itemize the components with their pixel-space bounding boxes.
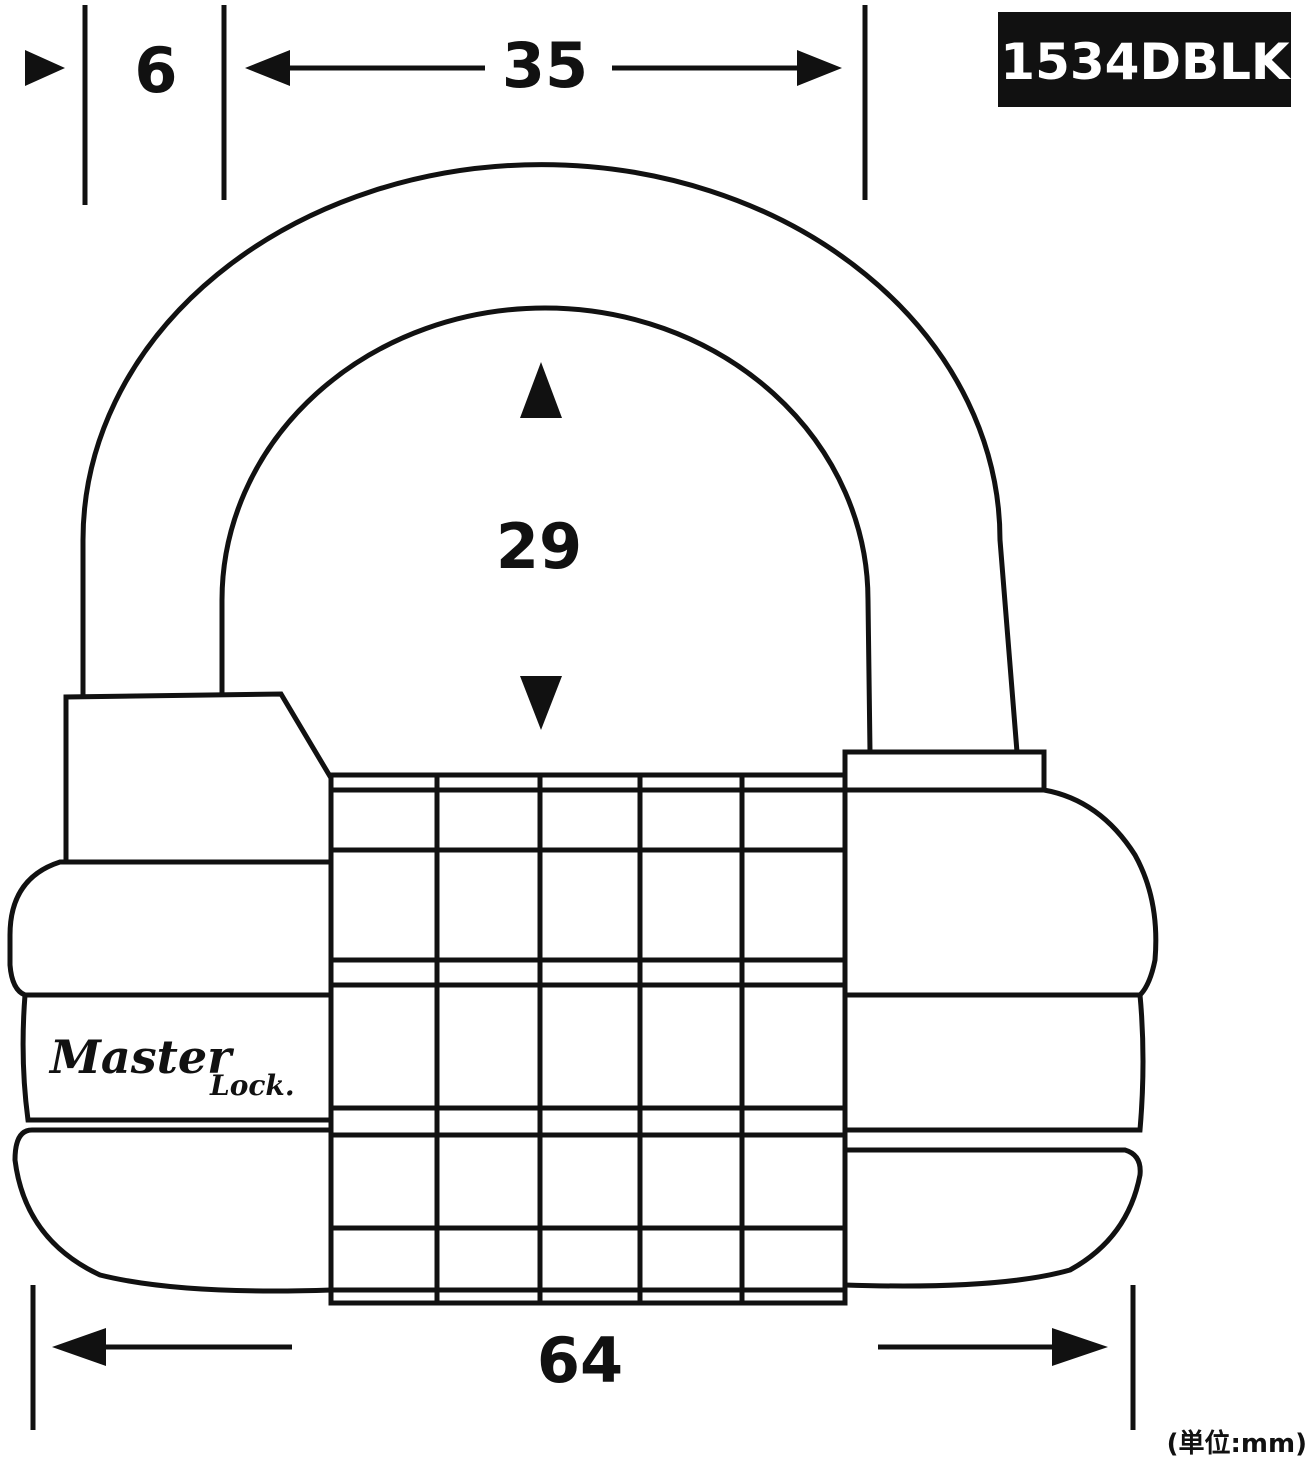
brand-logo-master: Master [48, 1030, 235, 1084]
top-dimension-lines [82, 5, 868, 205]
shackle-outer [80, 162, 1020, 753]
body-width-label: 64 [537, 1324, 623, 1397]
bottom-arrowheads [52, 1328, 1108, 1366]
clearance-arrowhead-up [520, 362, 562, 418]
shackle-clearance-label: 29 [496, 510, 582, 583]
clearance-arrowheads [520, 362, 562, 730]
body-top-outline [7, 859, 331, 998]
body-middle-band [20, 994, 331, 1123]
body-bottom-outline-right [844, 1147, 1143, 1289]
body-right-shoulder [842, 749, 1047, 790]
body-left-shoulder [63, 691, 334, 860]
body-middle-band-right [845, 994, 1146, 1133]
diameter-arrowhead [25, 50, 65, 86]
width-arrowhead-left [245, 50, 290, 86]
width-arrowhead-right [797, 50, 842, 86]
combination-wheels [328, 772, 848, 1306]
unit-label: (単位:mm) [1167, 1428, 1307, 1459]
clearance-arrowhead-down [520, 676, 562, 730]
shackle-inner [219, 305, 873, 753]
model-label-background [998, 12, 1291, 107]
shackle-diameter-label: 6 [134, 34, 177, 107]
lock-body [7, 691, 1159, 1294]
model-label: 1534DBLK [1000, 33, 1292, 91]
body-width-arrowhead-right [1052, 1328, 1108, 1366]
shackle-width-label: 35 [502, 29, 588, 102]
body-width-arrowhead-left [52, 1328, 106, 1366]
shackle [80, 162, 1020, 753]
brand-logo-lock: Lock. [209, 1069, 295, 1102]
wheel-housing [328, 772, 848, 1306]
top-arrowheads [25, 50, 842, 86]
body-bottom-outline [12, 1127, 332, 1294]
bottom-dimension-lines [30, 1285, 1136, 1430]
body-top-outline-right [845, 787, 1159, 998]
